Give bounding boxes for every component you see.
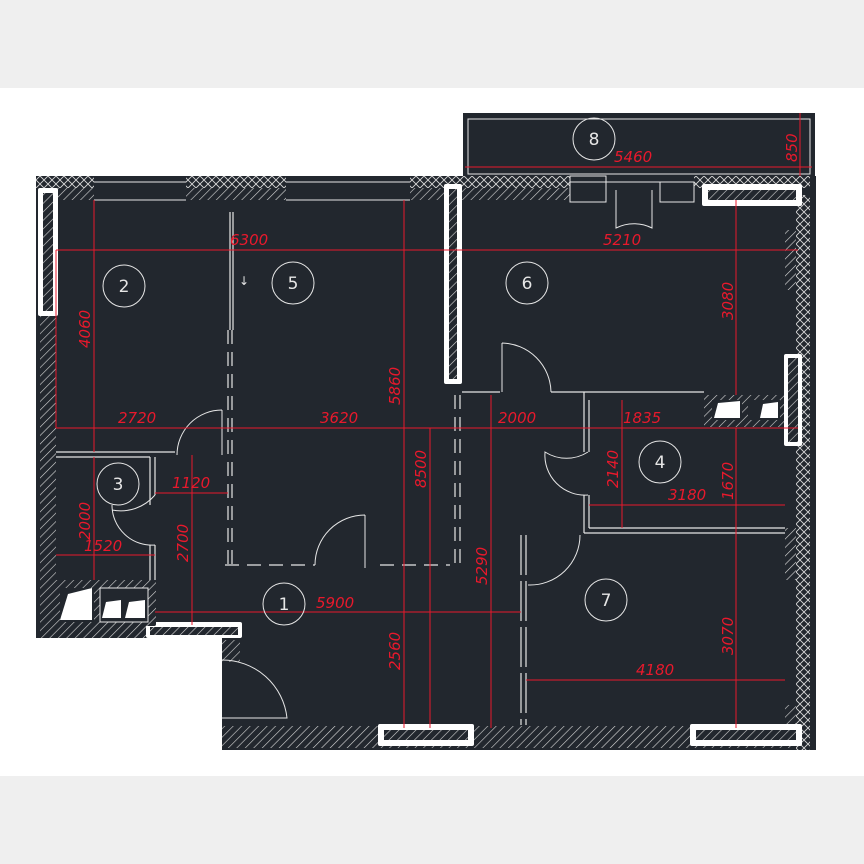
dim-8500: 8500 xyxy=(412,450,430,488)
dim-2140: 2140 xyxy=(604,450,622,488)
dim-1120: 1120 xyxy=(172,474,210,492)
dim-5210: 5210 xyxy=(603,231,641,249)
dim-2700: 2700 xyxy=(174,524,192,562)
dim-3070: 3070 xyxy=(719,617,737,655)
dim-5290: 5290 xyxy=(473,547,491,585)
dim-5860: 5860 xyxy=(386,367,404,405)
dim-1835: 1835 xyxy=(623,409,661,427)
room-5-label: 5 xyxy=(288,274,299,294)
partitions xyxy=(56,212,785,725)
room-3-label: 3 xyxy=(113,475,124,495)
room-8-label: 8 xyxy=(589,130,600,150)
room-numbers: 8 2 5 6 3 4 7 1 xyxy=(113,130,666,615)
exterior-walls xyxy=(36,175,810,750)
dim-5900: 5900 xyxy=(316,594,354,612)
floor-area xyxy=(36,113,816,750)
dimension-labels: 5460 850 6300 5210 4060 5860 3080 2720 3… xyxy=(76,133,801,679)
dimension-lines xyxy=(55,113,812,728)
dim-4060: 4060 xyxy=(76,310,94,348)
balcony-outline xyxy=(467,118,811,175)
room-7-label: 7 xyxy=(601,591,612,611)
room-6-label: 6 xyxy=(522,274,533,294)
room-4-label: 4 xyxy=(655,453,666,473)
dim-1520: 1520 xyxy=(84,537,122,555)
dim-3180: 3180 xyxy=(668,486,706,504)
shafts xyxy=(56,395,784,626)
dim-3080: 3080 xyxy=(719,282,737,320)
room-2-label: 2 xyxy=(119,277,130,297)
dim-2000-left: 2000 xyxy=(76,502,94,540)
dim-1670: 1670 xyxy=(719,462,737,500)
dim-2720: 2720 xyxy=(118,409,156,427)
room-labels xyxy=(96,117,682,626)
dim-4180: 4180 xyxy=(636,661,674,679)
doors xyxy=(111,190,653,719)
dim-850: 850 xyxy=(783,133,801,162)
arrow-down-icon: ↓ xyxy=(239,274,249,288)
dim-2560: 2560 xyxy=(386,632,404,670)
room-1-label: 1 xyxy=(279,595,290,615)
dim-2000-top: 2000 xyxy=(498,409,536,427)
dim-3620: 3620 xyxy=(320,409,358,427)
dim-6300: 6300 xyxy=(230,231,268,249)
dim-5460: 5460 xyxy=(614,148,652,166)
